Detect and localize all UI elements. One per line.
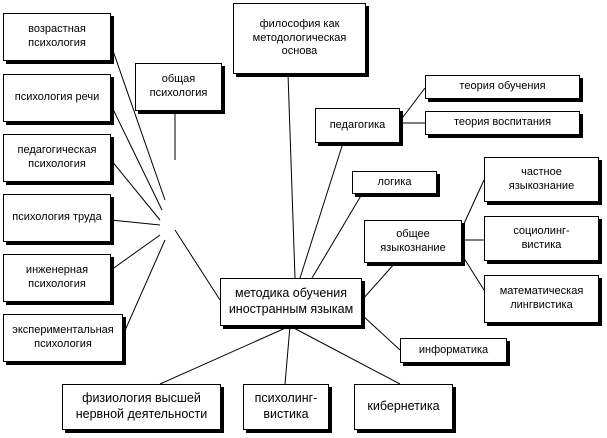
edge-philosophy-to-methodology [287, 73, 296, 279]
node-theory-learning: теория обучения [425, 75, 580, 99]
node-math-linguistics-label: математическая лингвистика [499, 285, 584, 311]
node-experimental-psychology: экспериментальная психология [3, 314, 123, 362]
node-age-psychology: возрастная психология [3, 13, 111, 61]
node-theory-learning-label: теория обучения [459, 80, 546, 93]
edge-general_linguistics-to-particular_linguistics [461, 179, 485, 229]
node-pedagogical-psychology-label: педагогическая психология [17, 144, 97, 170]
node-physiology-label: физиология высшей нервной деятельности [75, 391, 208, 421]
edge-methodology-to-informatics [361, 314, 401, 351]
node-logic: логика [352, 171, 437, 194]
node-cybernetics-label: кибернетика [367, 399, 440, 414]
node-methodology-label: методика обучения иностранным языкам [228, 286, 354, 316]
node-philosophy-label: философия как методологическая основа [252, 17, 347, 58]
node-speech-psychology-label: психология речи [14, 91, 100, 104]
node-labor-psychology: психология труда [3, 194, 111, 242]
node-general-linguistics-label: общее языкознание [380, 227, 446, 254]
edge-labor_psychology-to-general_psychology [110, 219, 161, 226]
edge-pedagogical_psychology-to-general_psychology [110, 159, 161, 221]
node-theory-upbringing: теория воспитания [425, 111, 580, 135]
edge-experimental_psychology-to-general_psychology [122, 239, 166, 336]
node-physiology: физиология высшей нервной деятельности [62, 384, 221, 430]
edge-general_linguistics-to-math_linguistics [461, 254, 485, 291]
node-theory-upbringing-label: теория воспитания [453, 116, 552, 129]
node-pedagogical-psychology: педагогическая психология [3, 134, 111, 182]
node-age-psychology-label: возрастная психология [28, 23, 86, 49]
node-particular-linguistics-label: частное языкознание [508, 165, 575, 192]
edge-age_psychology-to-general_psychology [110, 44, 166, 201]
node-logic-label: логика [377, 175, 412, 188]
node-pedagogy: педагогика [315, 108, 400, 143]
node-cybernetics: кибернетика [354, 384, 453, 430]
edge-pedagogy-to-theory_learning [399, 87, 426, 122]
edge-general_psychology-to-methodology [174, 229, 221, 301]
node-math-linguistics: математическая лингвистика [484, 275, 599, 323]
node-general-psychology: общая психология [135, 63, 222, 111]
node-engineering-psychology-label: инженерная психология [25, 264, 89, 290]
node-pedagogy-label: педагогика [329, 118, 386, 131]
edge-general_linguistics-to-methodology [361, 262, 396, 301]
node-particular-linguistics: частное языкознание [484, 157, 599, 202]
edge-methodology-to-physiology [159, 325, 291, 385]
node-philosophy: философия как методологическая основа [233, 3, 366, 74]
node-informatics-label: информатика [418, 343, 489, 356]
edge-logic-to-methodology [311, 193, 363, 279]
node-psycholinguistics: психолинг- вистика [243, 384, 329, 430]
edge-methodology-to-psycholinguistics [284, 325, 291, 385]
node-general-psychology-label: общая психология [149, 73, 208, 99]
node-sociolinguistics-label: социолинг- вистика [513, 224, 570, 251]
node-engineering-psychology: инженерная психология [3, 254, 111, 302]
node-informatics: информатика [400, 338, 507, 363]
edge-speech_psychology-to-general_psychology [110, 104, 163, 211]
node-methodology: методика обучения иностранным языкам [220, 278, 362, 326]
edge-engineering_psychology-to-general_psychology [110, 234, 161, 271]
edge-methodology-to-cybernetics [289, 325, 401, 385]
edge-pedagogy-to-methodology [299, 142, 344, 279]
node-psycholinguistics-label: психолинг- вистика [254, 391, 318, 421]
node-general-linguistics: общее языкознание [364, 220, 462, 263]
node-speech-psychology: психология речи [3, 74, 111, 122]
node-experimental-psychology-label: экспериментальная психология [12, 324, 114, 350]
node-labor-psychology-label: психология труда [12, 211, 102, 224]
node-sociolinguistics: социолинг- вистика [484, 216, 599, 261]
